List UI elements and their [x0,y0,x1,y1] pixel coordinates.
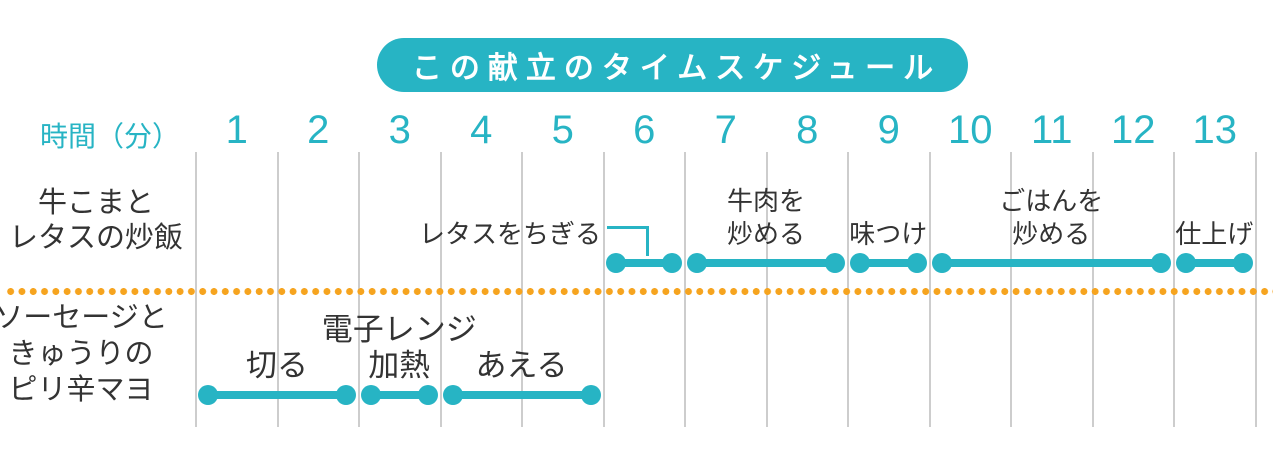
task-bar-dot-end [825,253,845,273]
task-bar-line [697,259,835,267]
task-label: ごはんを炒める [999,186,1104,249]
task-label: レタスをちぎる [418,219,601,249]
tick-label-9: 9 [877,108,900,152]
tick-label-6: 6 [633,108,656,152]
row-name-2: ソーセージときゅうりのピリ辛マヨ [0,302,168,406]
task-bar-dot-end [1151,253,1171,273]
task-bar [198,385,356,405]
task-bar-dot-end [1232,253,1253,273]
task-bar-line [1186,259,1243,267]
tick-label-2: 2 [307,108,330,152]
task-bar-line [615,259,672,267]
callout-line [607,226,649,256]
task-bar [442,385,601,405]
chart-title-pill: この献立のタイムスケジュール [377,38,968,92]
task-bar-dot-end [906,253,927,273]
task-bar [931,253,1171,273]
task-bar-line [941,259,1161,267]
task-bar [687,253,845,273]
tick-label-8: 8 [796,108,819,152]
task-bar-dot-start [1176,253,1196,273]
task-label: あえる [475,348,568,383]
task-bar-dot-start [850,253,870,273]
task-bar-line [452,391,591,399]
task-bar-dot-start [361,385,381,405]
task-label: 仕上げ [1175,219,1254,249]
task-bar-dot-start [442,385,463,405]
task-bar-dot-start [931,253,952,273]
task-bar-dot-end [580,385,601,405]
task-label: 切る [246,348,308,383]
task-bar-dot-end [417,385,438,405]
task-bar-line [208,391,346,399]
task-label: 牛肉を炒める [726,186,805,249]
task-bar-dot-start [198,385,218,405]
task-bar [850,253,927,273]
tick-label-10: 10 [948,108,993,152]
task-bar-dot-end [336,385,356,405]
task-bar-dot-start [687,253,707,273]
tick-label-5: 5 [551,108,574,152]
task-bar-line [860,259,917,267]
tick-label-3: 3 [388,108,411,152]
tick-label-12: 12 [1111,108,1156,152]
tick-label-1: 1 [225,108,248,152]
task-bar [605,253,682,273]
task-bar [1176,253,1253,273]
task-bar [361,385,438,405]
task-bar-dot-start [605,253,626,273]
tick-label-13: 13 [1192,108,1238,152]
task-label: 電子レンジ加熱 [321,312,477,383]
task-bar-line [371,391,428,399]
tick-label-11: 11 [1030,108,1073,152]
time-axis-label: 時間（分） [40,121,181,152]
task-bar-dot-end [662,253,682,273]
chart-title: この献立のタイムスケジュール [411,52,942,85]
task-label: 味つけ [849,219,928,249]
tick-label-4: 4 [470,108,493,152]
tick-label-7: 7 [714,108,737,152]
orange-dotted-divider [5,288,1273,295]
row-name-1: 牛こまとレタスの炒飯 [8,187,183,254]
